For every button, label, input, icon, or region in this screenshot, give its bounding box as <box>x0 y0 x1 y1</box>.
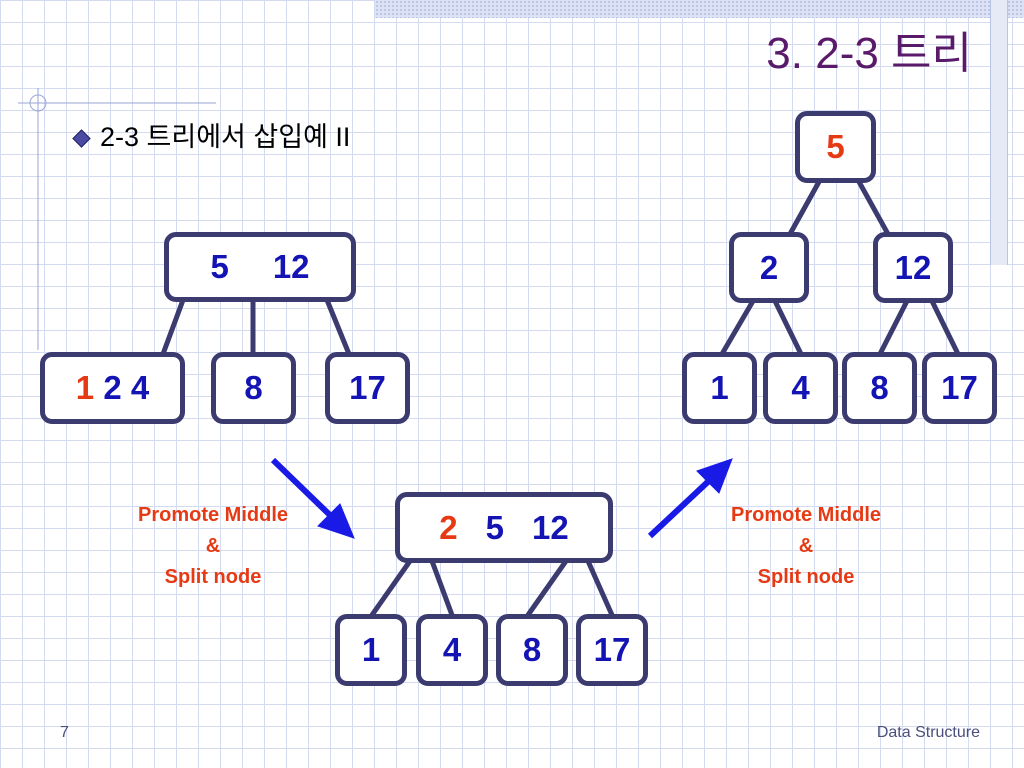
promoted-key: 2 <box>439 508 458 546</box>
annotation-line: & <box>798 535 814 557</box>
node-key: 12 <box>894 248 932 286</box>
node-key: 12 <box>532 508 569 546</box>
node-keys: 2 4 <box>94 369 150 406</box>
page-number: 7 <box>60 724 69 741</box>
node-key: 17 <box>941 369 978 406</box>
node-key: 17 <box>349 369 386 406</box>
guide-circle <box>29 94 47 112</box>
edge-left-root-c <box>324 297 352 357</box>
edge-middle-root-b <box>429 558 455 618</box>
middle-tree-leaf-a: 1 <box>335 614 407 686</box>
inserted-key: 1 <box>75 369 95 406</box>
right-tree-root-node: 5 <box>795 111 876 183</box>
node-key: 1 <box>710 369 729 406</box>
title-band <box>375 0 1024 18</box>
right-tree-leaf-c: 8 <box>842 352 917 424</box>
right-tree-leaf-d: 17 <box>922 352 997 424</box>
edge-right-root-right <box>855 177 891 237</box>
middle-tree-leaf-d: 17 <box>576 614 648 686</box>
annotation-line: Split node <box>757 566 855 588</box>
edge-middle-root-d <box>585 558 615 618</box>
node-key: 8 <box>870 369 889 406</box>
left-annotation: Promote Middle & Split node <box>93 500 333 593</box>
edge-right-internal-b <box>772 298 804 357</box>
node-key: 4 <box>442 631 462 668</box>
edge-right-internal-c <box>877 298 910 357</box>
right-tree-leaf-b: 4 <box>763 352 838 424</box>
edge-middle-root-a <box>369 558 413 618</box>
middle-tree-root-node: 2 5 12 <box>395 492 613 563</box>
annotation-line: Promote Middle <box>137 504 288 526</box>
arrow-down-right-icon <box>270 457 355 539</box>
footer-text: Data Structure <box>876 724 980 741</box>
side-band <box>990 0 1008 265</box>
left-tree-root-node: 5 12 <box>164 232 356 302</box>
annotation-line: Split node <box>164 566 262 588</box>
slide-title: 3. 2-3 트리 <box>766 29 972 78</box>
node-key: 4 <box>791 369 810 406</box>
right-tree-internal-left: 2 <box>729 232 809 303</box>
left-tree-leaf-c: 17 <box>325 352 410 424</box>
node-key: 8 <box>522 631 542 668</box>
node-key: 8 <box>244 369 263 406</box>
right-tree-leaf-a: 1 <box>682 352 757 424</box>
node-key: 17 <box>593 631 631 668</box>
node-key: 5 <box>210 248 229 285</box>
edge-right-internal-a <box>719 298 756 357</box>
middle-tree-leaf-b: 4 <box>416 614 488 686</box>
node-key: 12 <box>272 248 310 285</box>
edge-middle-root-c <box>525 558 569 618</box>
middle-tree-leaf-c: 8 <box>496 614 568 686</box>
edge-right-internal-d <box>929 298 961 357</box>
right-annotation: Promote Middle & Split node <box>686 500 926 593</box>
arrow-up-right-icon <box>647 458 733 539</box>
edge-right-root-left <box>787 177 823 237</box>
node-key: 5 <box>485 508 504 546</box>
left-tree-leaf-b: 8 <box>211 352 296 424</box>
node-key: 1 <box>361 631 381 668</box>
slide-subtitle: 2-3 트리에서 삽입예 II <box>100 122 351 152</box>
annotation-line: & <box>205 535 221 557</box>
left-tree-leaf-a: 1 2 4 <box>40 352 185 424</box>
node-key: 2 <box>759 248 779 286</box>
annotation-line: Promote Middle <box>730 504 881 526</box>
edge-left-root-a <box>160 297 186 357</box>
promoted-key: 5 <box>826 128 845 165</box>
right-tree-internal-right: 12 <box>873 232 953 303</box>
